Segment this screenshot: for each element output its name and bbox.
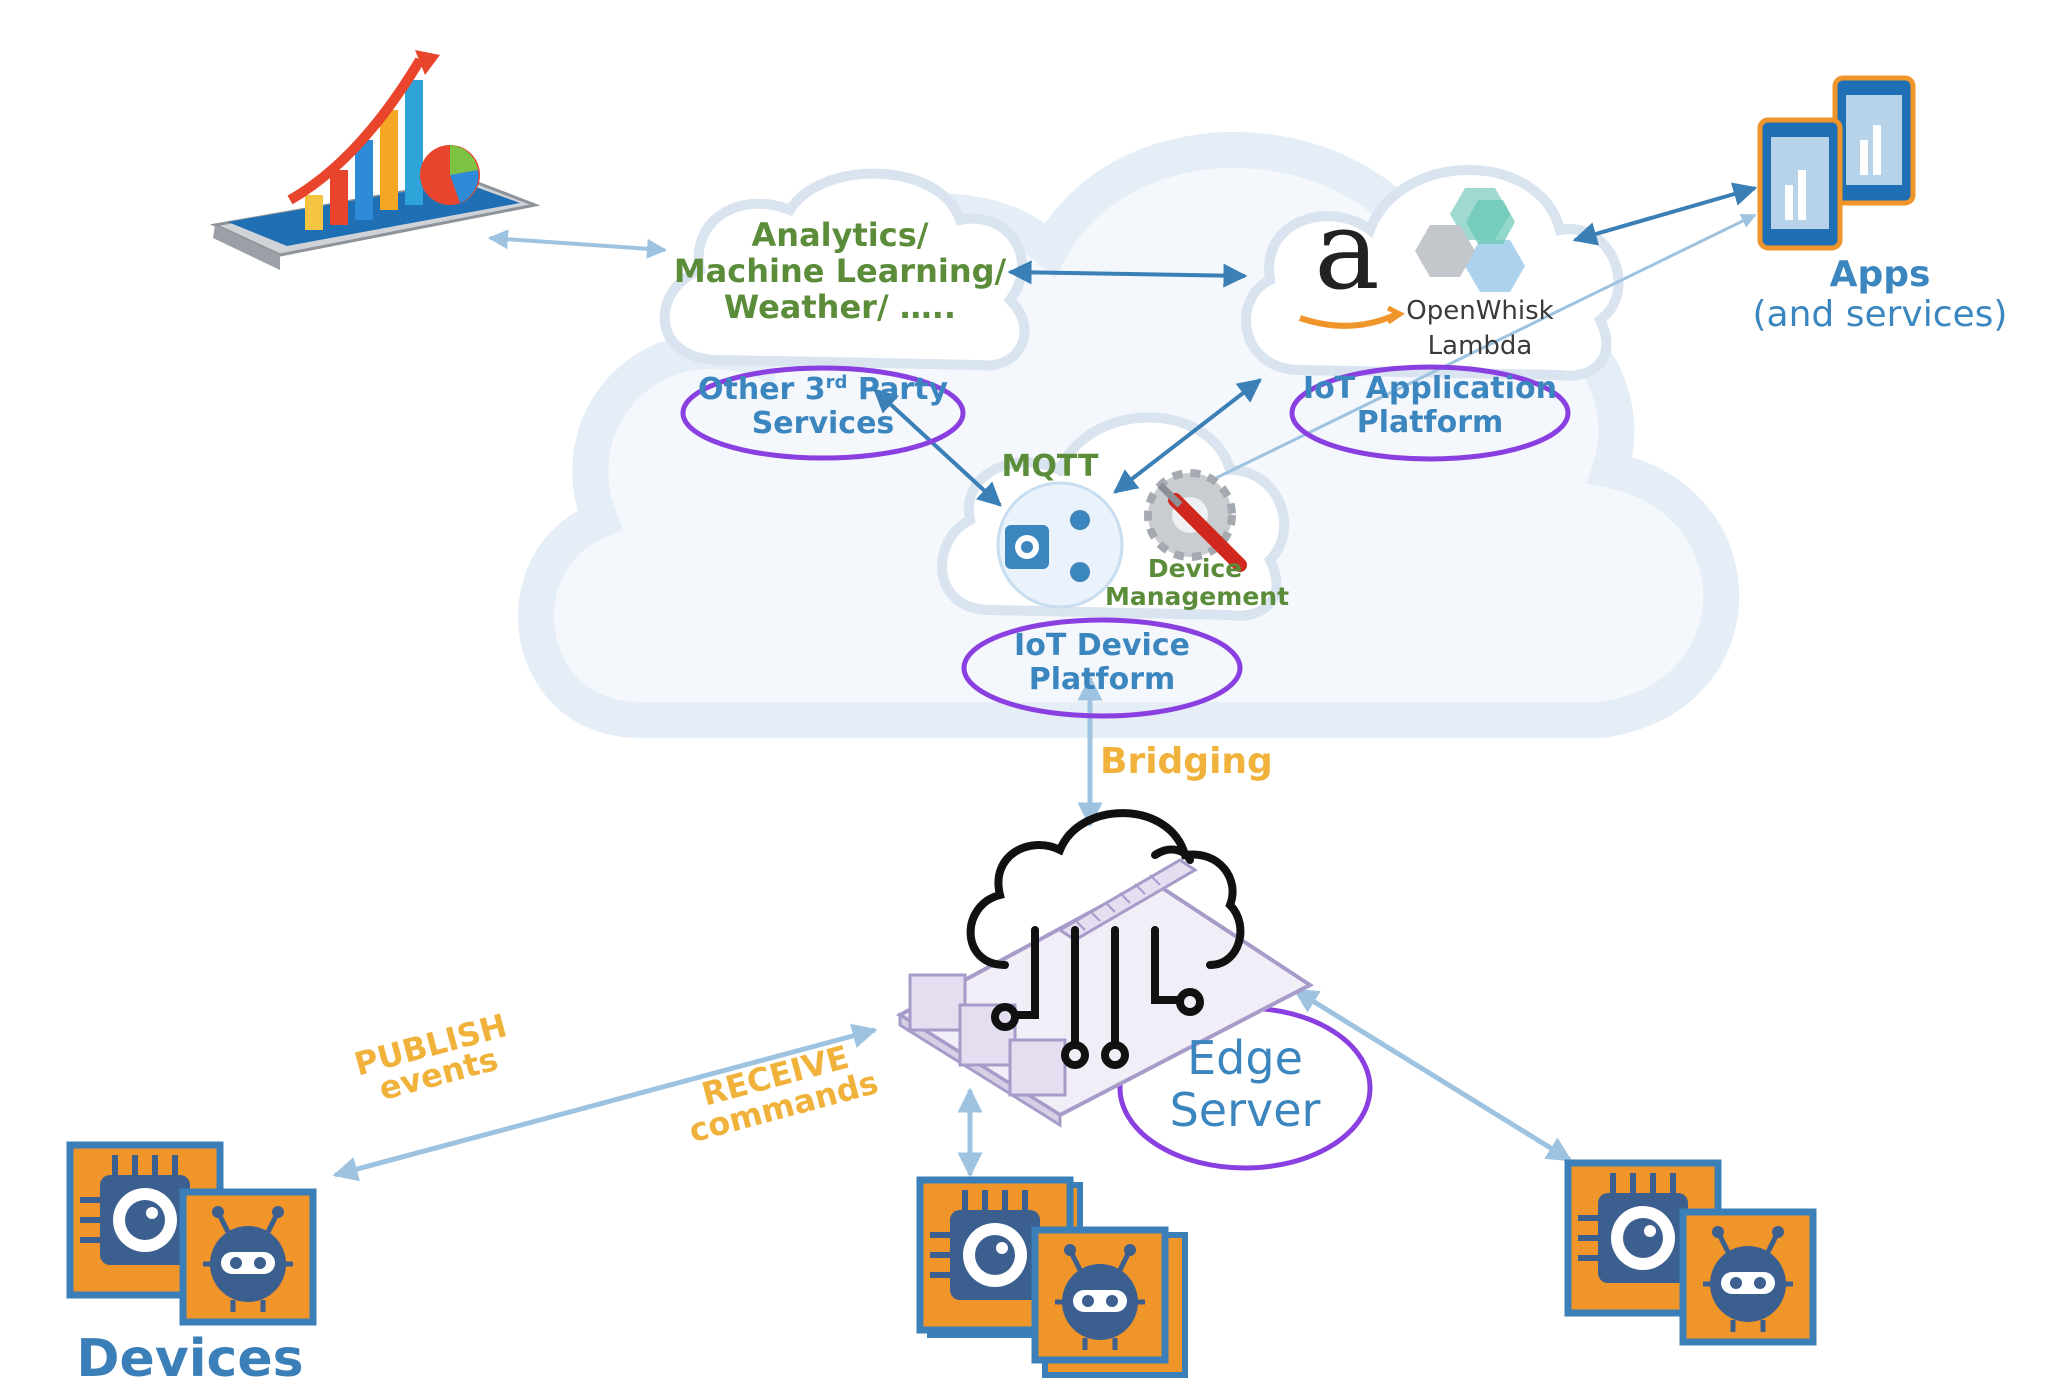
edge-server-line-1: Edge xyxy=(1187,1031,1303,1085)
third-party-sup: rd xyxy=(825,372,848,393)
bridging-label: Bridging xyxy=(1100,741,1273,782)
devmgmt-apps-arrow xyxy=(1173,213,1757,500)
edge-server-label: Edge Server xyxy=(1140,1031,1350,1137)
third-party-line-2: Services xyxy=(751,405,895,441)
center-device-group xyxy=(920,1180,1188,1378)
right-devices-arrow xyxy=(1292,987,1573,1163)
device-management-line-2: Management xyxy=(1105,582,1290,611)
apps-line-2: (and services) xyxy=(1752,294,2008,336)
third-party-label: Other 3rd Party Services xyxy=(683,372,963,441)
analytics-line-3: Weather/ ….. xyxy=(723,287,957,326)
app-platform-ellipse xyxy=(1289,364,1571,462)
edge-server-line-2: Server xyxy=(1169,1082,1321,1137)
apps-label: Apps (and services) xyxy=(1730,254,2030,336)
openwhisk-label: OpenWhisk xyxy=(1406,296,1554,326)
device-platform-label: IoT Device Platform xyxy=(972,629,1232,696)
edge-board-icon xyxy=(896,858,1314,1128)
left-device-group xyxy=(70,1145,313,1322)
app-platform-label: IoT Application Platform xyxy=(1290,372,1570,439)
devices-edge-arrow xyxy=(332,1023,878,1182)
analytics-line-2: Machine Learning/ xyxy=(673,251,1007,290)
device-management-line-1: Device xyxy=(1147,554,1243,583)
amazon-logo-icon xyxy=(1299,305,1405,329)
apps-line-1: Apps xyxy=(1829,254,1931,295)
cloud-circuit-icon xyxy=(966,809,1245,1069)
device-platform-ellipse xyxy=(961,617,1243,719)
analytics-line-1: Analytics/ xyxy=(751,216,929,254)
app-apps-arrow xyxy=(1572,182,1758,246)
lambda-label: Lambda xyxy=(1427,331,1533,361)
mqtt-label: MQTT xyxy=(1001,449,1099,484)
mqtt-broker-icon xyxy=(996,481,1124,609)
amazon-letter: a xyxy=(1314,186,1380,314)
phone-analytics-arrow xyxy=(488,229,667,259)
smartphone-chart-icon xyxy=(210,50,541,270)
device-management-label: Device Management xyxy=(1105,554,1290,611)
device-platform-line-2: Platform xyxy=(1028,661,1176,697)
app-platform-line-1: IoT Application xyxy=(1302,371,1558,406)
openwhisk-hex-icon xyxy=(1415,188,1525,292)
third-party-line-1a: Other 3 xyxy=(698,372,826,407)
right-device-group xyxy=(1568,1163,1813,1342)
app-platform-line-2: Platform xyxy=(1356,404,1504,440)
thirdparty-mqtt-arrow xyxy=(873,388,1002,507)
device-platform-line-1: IoT Device xyxy=(1014,628,1190,663)
mqtt-app-arrow xyxy=(1113,378,1262,494)
devices-label: Devices xyxy=(76,1329,304,1389)
third-party-ellipse xyxy=(680,365,966,461)
third-party-line-1b: Party xyxy=(847,372,948,407)
wrench-gear-icon xyxy=(1144,469,1247,572)
analytics-cloud xyxy=(659,168,1030,371)
analytics-label: Analytics/ Machine Learning/ Weather/ ….… xyxy=(670,216,1010,326)
tablet-chart-icon xyxy=(1757,75,1916,251)
